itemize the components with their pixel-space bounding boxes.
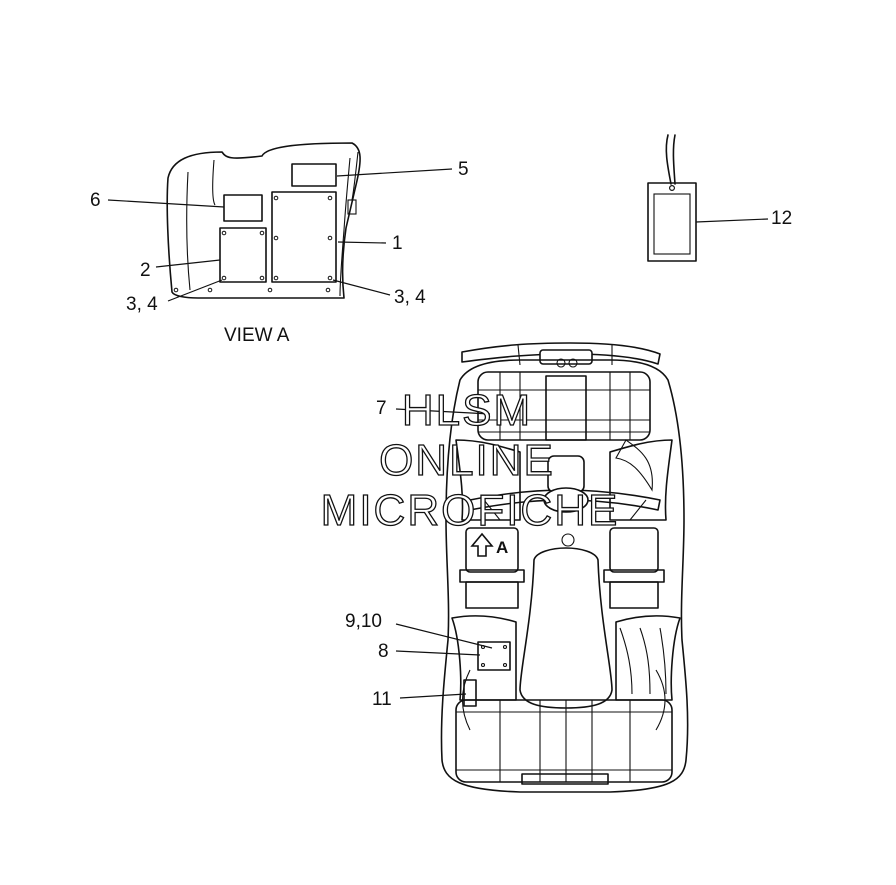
- callout-8: 8: [378, 641, 389, 662]
- callout-2: 2: [140, 260, 151, 281]
- watermark-line-1: HLSM: [402, 386, 532, 435]
- callout-7: 7: [376, 398, 387, 419]
- label-8-outline: [477, 641, 511, 671]
- callout-9-10: 9,10: [345, 611, 382, 632]
- rivet-holes: [173, 195, 333, 293]
- view-a-title: VIEW A: [224, 325, 290, 346]
- callout-12: 12: [771, 208, 792, 229]
- label-11-outline: [463, 679, 477, 707]
- label-6-outline: [223, 194, 263, 222]
- callout-11: 11: [372, 689, 392, 710]
- watermark-line-2: ONLINE: [379, 436, 555, 485]
- watermark-line-3: MICROFICHE: [321, 486, 620, 535]
- label-5-outline: [291, 163, 337, 187]
- view-a-fender-panel: [107, 142, 453, 302]
- atv-top-view: A: [395, 342, 689, 793]
- callout-1: 1: [392, 233, 403, 254]
- label-2-outline: [219, 227, 267, 283]
- callout-6: 6: [90, 190, 101, 211]
- callout-3-4-right: 3, 4: [394, 287, 426, 308]
- callout-5: 5: [458, 159, 469, 180]
- hang-tag: [647, 134, 769, 262]
- watermark: HLSM ONLINE MICROFICHE: [320, 385, 620, 535]
- view-a-marker: A: [496, 538, 508, 557]
- callout-3-4-left: 3, 4: [126, 294, 158, 315]
- label-1-outline: [271, 191, 337, 283]
